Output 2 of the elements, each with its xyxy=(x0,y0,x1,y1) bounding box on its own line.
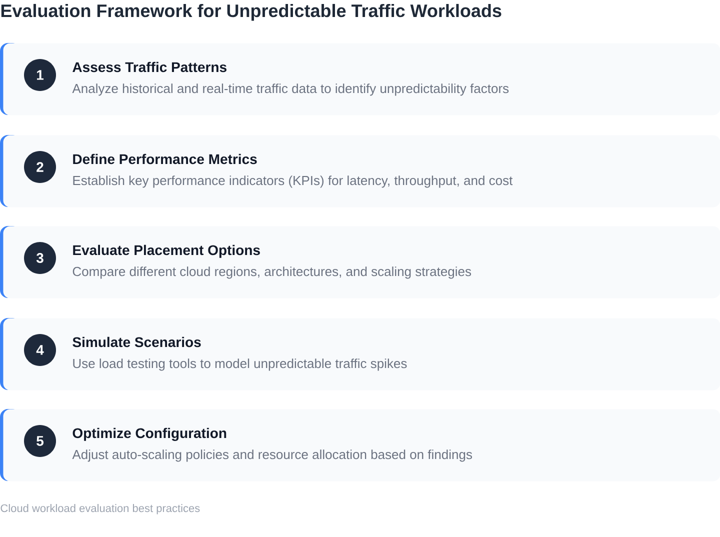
title: Evaluation Framework for Unpredictable Traffic Workloads xyxy=(1,4,502,21)
caption: Cloud workload evaluation best practices xyxy=(0,504,200,514)
